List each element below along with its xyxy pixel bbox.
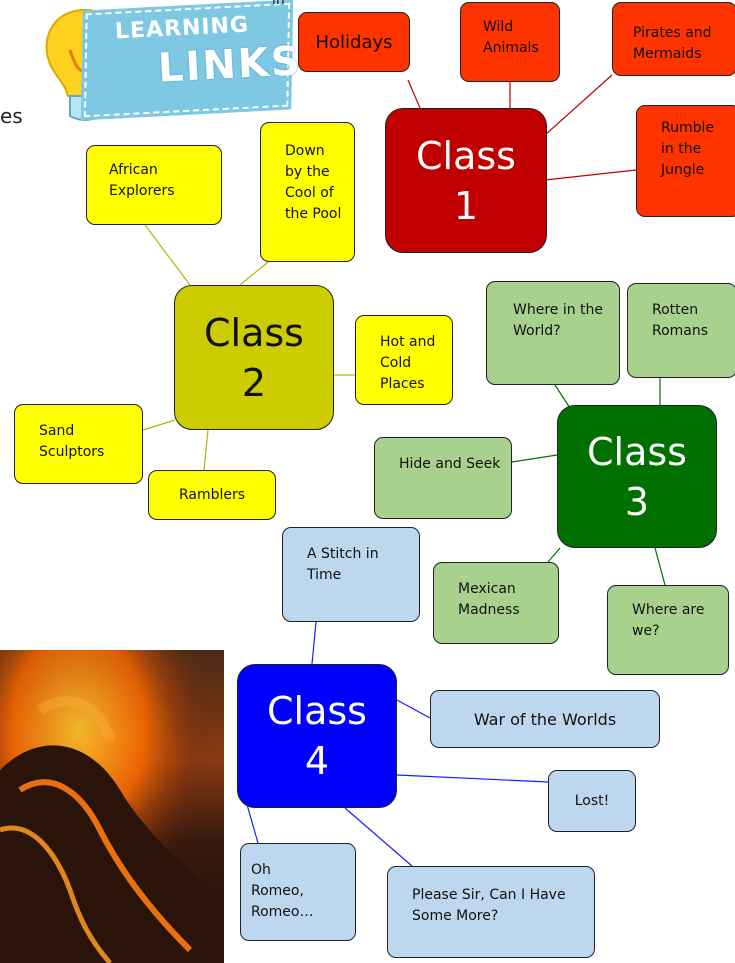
- topic-label: Please Sir, Can I Have Some More?: [412, 887, 566, 924]
- class3-topic-mexican-madness: Mexican Madness: [433, 562, 559, 644]
- logo-text-links: LINKS: [156, 38, 303, 92]
- topic-label: Lost!: [574, 792, 610, 809]
- topic-label: Hide and Seek: [399, 456, 501, 472]
- class2-topic-sand-sculptors: Sand Sculptors: [14, 404, 143, 484]
- class3-topic-where-are-we: Where are we?: [607, 585, 729, 675]
- class1-topic-pirates: Pirates and Mermaids: [612, 2, 735, 76]
- topic-label: African Explorers: [109, 162, 175, 199]
- topic-label: Rotten Romans: [652, 302, 709, 339]
- topic-label: Oh Romeo, Romeo…: [251, 862, 314, 920]
- class1-hub: Class 1: [385, 108, 547, 253]
- class2-label: Class: [204, 310, 304, 355]
- class1-topic-holidays: Holidays: [298, 12, 410, 72]
- class1-topic-wild-animals: Wild Animals: [460, 2, 560, 82]
- class2-topic-ramblers: Ramblers: [148, 470, 276, 520]
- class4-topic-stitch-in-time: A Stitch in Time: [282, 527, 420, 622]
- class3-number: 3: [624, 479, 650, 524]
- learning-links-logo: LEARNING LINKS: [30, 0, 303, 140]
- class4-hub: Class 4: [237, 664, 397, 808]
- class2-topic-hot-and-cold: Hot and Cold Places: [355, 315, 453, 405]
- topic-label: Where are we?: [632, 602, 705, 639]
- topic-label: Ramblers: [178, 486, 246, 503]
- class1-label: Class: [416, 133, 516, 178]
- topic-label: Sand Sculptors: [39, 423, 105, 460]
- class2-topic-african-explorers: African Explorers: [86, 145, 222, 225]
- class4-topic-please-sir: Please Sir, Can I Have Some More?: [387, 866, 595, 958]
- topic-label: Wild Animals: [483, 19, 539, 56]
- cropped-text-top: in: [272, 0, 285, 8]
- topic-label: A Stitch in Time: [307, 546, 379, 583]
- class4-number: 4: [304, 739, 330, 783]
- topic-label: Mexican Madness: [458, 581, 520, 618]
- volcano-photo: [0, 650, 224, 963]
- class1-topic-rumble: Rumble in the Jungle: [636, 105, 735, 217]
- topic-label: Hot and Cold Places: [380, 334, 436, 392]
- topic-label: Down by the Cool of the Pool: [285, 143, 342, 222]
- class3-topic-rotten-romans: Rotten Romans: [627, 283, 735, 378]
- topic-label: War of the Worlds: [473, 709, 617, 729]
- class2-topic-down-by-the-pool: Down by the Cool of the Pool: [260, 122, 355, 262]
- class4-label: Class: [267, 689, 367, 733]
- topic-label: Rumble in the Jungle: [661, 120, 714, 178]
- topic-label: Where in the World?: [513, 302, 604, 339]
- class2-number: 2: [241, 360, 267, 405]
- class3-hub: Class 3: [557, 405, 717, 548]
- class4-topic-war-of-worlds: War of the Worlds: [430, 690, 660, 748]
- volcano-lava-shape: [0, 650, 224, 963]
- class3-topic-hide-and-seek: Hide and Seek: [374, 437, 512, 519]
- cropped-text-left: es: [0, 104, 23, 128]
- topic-label: Pirates and Mermaids: [633, 25, 712, 62]
- class4-topic-oh-romeo: Oh Romeo, Romeo…: [240, 843, 356, 941]
- class3-topic-where-in-world: Where in the World?: [486, 281, 620, 385]
- class1-number: 1: [453, 183, 479, 228]
- class2-hub: Class 2: [174, 285, 334, 430]
- topic-label: Holidays: [315, 31, 393, 53]
- class3-label: Class: [587, 429, 687, 474]
- class4-topic-lost: Lost!: [548, 770, 636, 832]
